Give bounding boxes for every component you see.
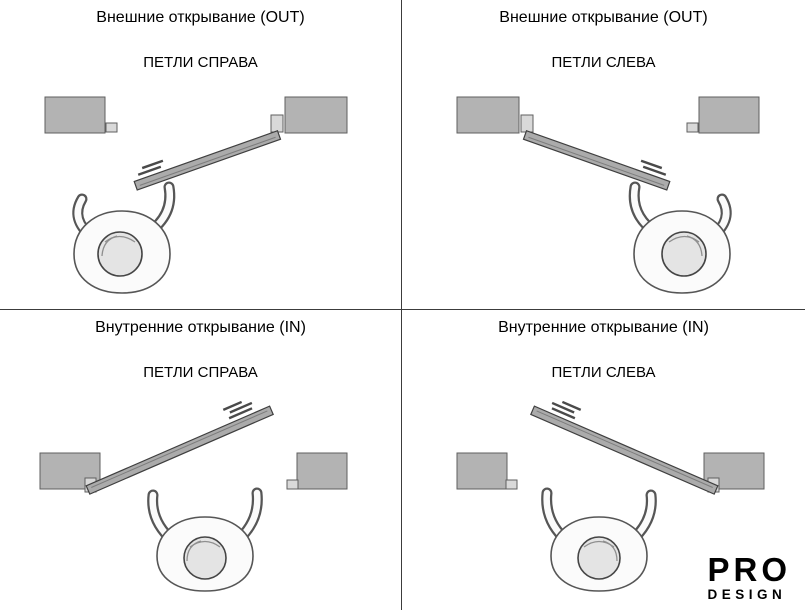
logo-line-pro: PRO xyxy=(707,550,791,588)
quadrant-in-hinges-left: Внутренние открывание (IN) ПЕТЛИ СЛЕВА xyxy=(402,310,805,610)
quadrant-title: Внутренние открывание (IN) xyxy=(498,319,709,336)
pro-design-logo: PRO DESIGN xyxy=(707,553,791,602)
quadrant-out-hinges-right: Внешние открывание (OUT) ПЕТЛИ СПРАВА xyxy=(0,0,402,310)
quadrant-subtitle: ПЕТЛИ СПРАВА xyxy=(143,54,258,71)
diagram-in-hinges-right xyxy=(0,395,402,610)
quadrant-title: Внешние открывание (OUT) xyxy=(499,9,708,26)
diagram-out-hinges-right xyxy=(0,89,402,309)
quadrant-title: Внешние открывание (OUT) xyxy=(96,9,305,26)
quadrant-subtitle: ПЕТЛИ СЛЕВА xyxy=(551,364,656,381)
quadrant-title: Внутренние открывание (IN) xyxy=(95,319,306,336)
logo-line-design: DESIGN xyxy=(707,586,787,602)
diagram-out-hinges-left xyxy=(402,89,804,309)
quadrant-out-hinges-left: Внешние открывание (OUT) ПЕТЛИ СЛЕВА xyxy=(402,0,805,310)
quadrant-subtitle: ПЕТЛИ СЛЕВА xyxy=(551,54,656,71)
quadrant-in-hinges-right: Внутренние открывание (IN) ПЕТЛИ СПРАВА xyxy=(0,310,402,610)
quadrant-subtitle: ПЕТЛИ СПРАВА xyxy=(143,364,258,381)
